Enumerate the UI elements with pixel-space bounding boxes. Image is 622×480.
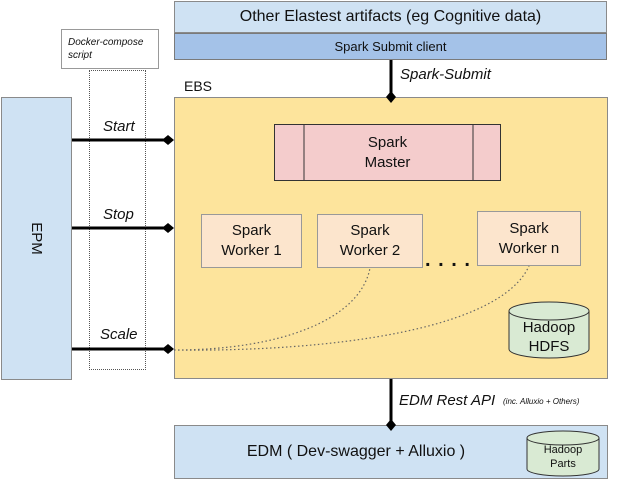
- hdfs-line2: HDFS: [528, 338, 570, 355]
- stop-diamond: [162, 223, 174, 233]
- stop-label: Stop: [103, 206, 134, 223]
- worker-2-line1: Spark: [350, 222, 390, 239]
- edm-rest-api-diamond: [386, 419, 396, 431]
- spark-submit-client-box: Spark Submit client: [174, 33, 607, 60]
- ebs-label: EBS: [184, 78, 213, 94]
- spark-submit-label: Spark-Submit: [400, 66, 491, 83]
- hadoop-hdfs-cylinder: [508, 301, 590, 359]
- edm-rest-api-note: (inc. Alluxio + Others): [503, 397, 580, 406]
- worker-1-line1: Spark: [231, 222, 272, 239]
- docker-compose-line1: Docker-compose: [68, 37, 144, 48]
- scale-diamond: [162, 344, 174, 354]
- hadoop-parts-cylinder: [526, 430, 600, 477]
- scale-label: Scale: [100, 326, 138, 343]
- spark-worker-1-box: Spark Worker 1: [201, 214, 302, 268]
- docker-compose-note: Docker-compose script: [61, 29, 159, 69]
- start-label: Start: [103, 118, 135, 135]
- scale-to-worker-n-curve: [173, 265, 530, 351]
- spark-worker-2-box: Spark Worker 2: [317, 214, 423, 268]
- worker-n-line1: Spark: [509, 219, 549, 237]
- hadoop-parts-line1: Hadoop: [543, 444, 583, 456]
- other-elastest-artifacts-box: Other Elastest artifacts (eg Cognitive d…: [174, 1, 607, 33]
- spark-master-line1: Spark: [367, 133, 408, 151]
- worker-n-line2: Worker n: [498, 239, 560, 257]
- artifacts-label: Other Elastest artifacts (eg Cognitive d…: [239, 8, 542, 25]
- edm-label: EDM ( Dev-swagger + Alluxio ): [246, 443, 466, 460]
- hadoop-parts-label: Hadoop Parts: [527, 442, 599, 472]
- scale-to-worker-2-curve: [173, 267, 371, 351]
- spark-master-line2: Master: [364, 153, 411, 171]
- workers-ellipsis: . . . .: [425, 249, 471, 271]
- spark-submit-client-label: Spark Submit client: [334, 39, 447, 54]
- epm-box: EPM: [1, 97, 72, 380]
- start-diamond: [162, 135, 174, 145]
- hadoop-parts-line2: Parts: [550, 458, 576, 470]
- spark-master-box: Spark Master: [274, 124, 501, 181]
- hdfs-line1: Hadoop: [522, 319, 576, 336]
- hadoop-hdfs-label: Hadoop HDFS: [509, 318, 589, 356]
- spark-submit-diamond: [386, 91, 396, 103]
- docker-compose-script-box: [89, 70, 146, 370]
- worker-1-line2: Worker 1: [221, 242, 282, 259]
- spark-worker-n-box: Spark Worker n: [477, 211, 581, 266]
- worker-2-line2: Worker 2: [339, 242, 401, 259]
- docker-compose-line2: script: [68, 50, 92, 61]
- edm-rest-api-label: EDM Rest API: [399, 392, 496, 409]
